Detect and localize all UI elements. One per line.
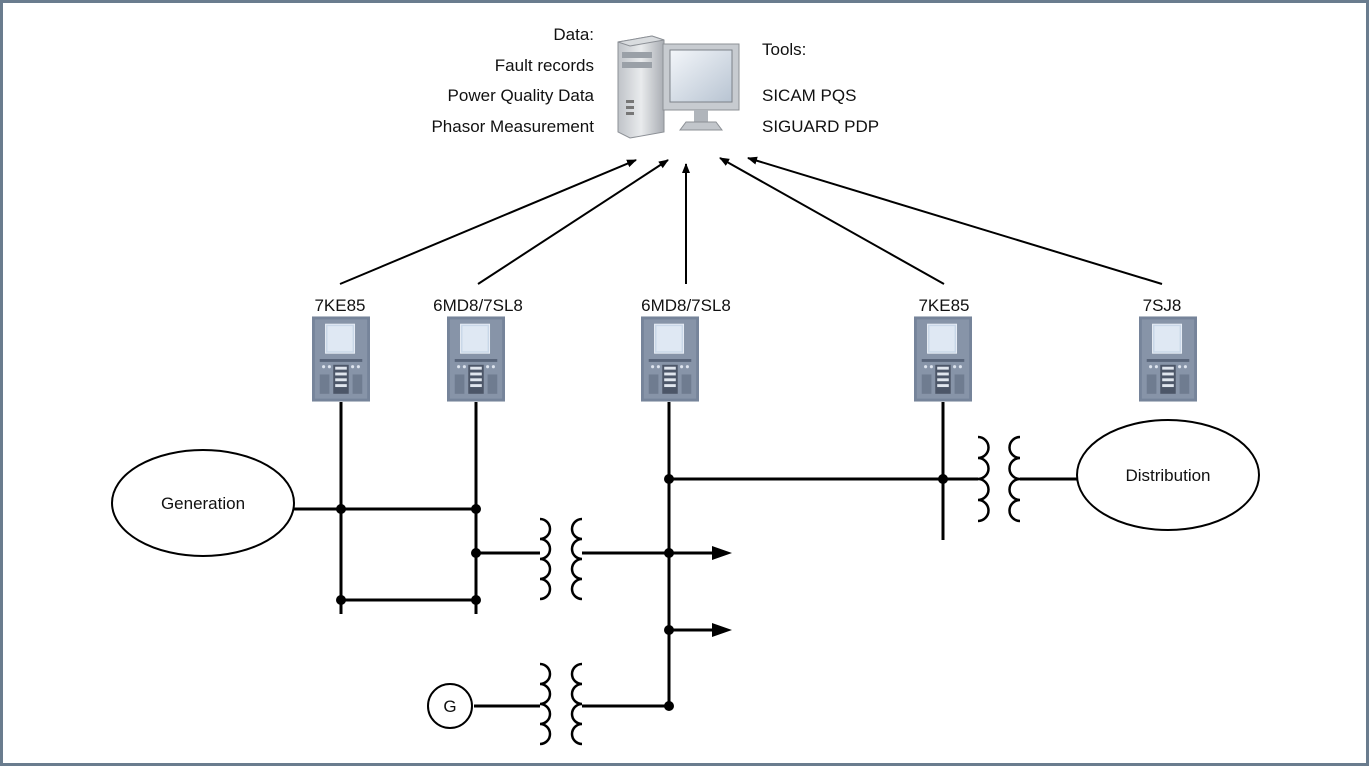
data-heading: Data: [553,25,594,44]
device-label-5: 7SJ8 [1143,296,1182,315]
tool-siguard-pdp: SIGUARD PDP [762,117,879,136]
generator-label: G [443,697,456,716]
data-item-power-quality: Power Quality Data [448,86,595,105]
feeder-arrow-1 [712,546,732,560]
arrow-device-1 [339,159,637,285]
distribution-node [1076,419,1260,531]
protection-relay-icon [312,316,370,402]
protection-relay-icon [447,316,505,402]
arrow-device-5 [747,156,1163,285]
data-item-fault-records: Fault records [495,56,594,75]
junction-dots [336,474,948,711]
generation-label: Generation [161,494,245,513]
protection-relay-icon [641,316,699,402]
generation-node [111,449,295,557]
device-label-1: 7KE85 [314,296,365,315]
transformer-icon [977,435,1021,523]
computer-workstation-icon [617,35,740,139]
generator-icon [427,683,473,729]
transformer-icon [539,662,583,746]
feeder-arrow-2 [712,623,732,637]
device-label-2: 6MD8/7SL8 [433,296,523,315]
protection-relay-icon [914,316,972,402]
arrow-device-2 [477,159,669,285]
communication-arrows [339,156,1163,285]
transformer-icon [539,517,583,601]
distribution-label: Distribution [1125,466,1210,485]
data-item-phasor-measurement: Phasor Measurement [431,117,594,136]
single-line-diagram [294,402,1077,708]
arrow-device-4 [719,157,945,285]
tools-heading: Tools: [762,40,806,59]
tool-sicam-pqs: SICAM PQS [762,86,856,105]
protection-relay-icon [1139,316,1197,402]
device-label-3: 6MD8/7SL8 [641,296,731,315]
device-label-4: 7KE85 [918,296,969,315]
